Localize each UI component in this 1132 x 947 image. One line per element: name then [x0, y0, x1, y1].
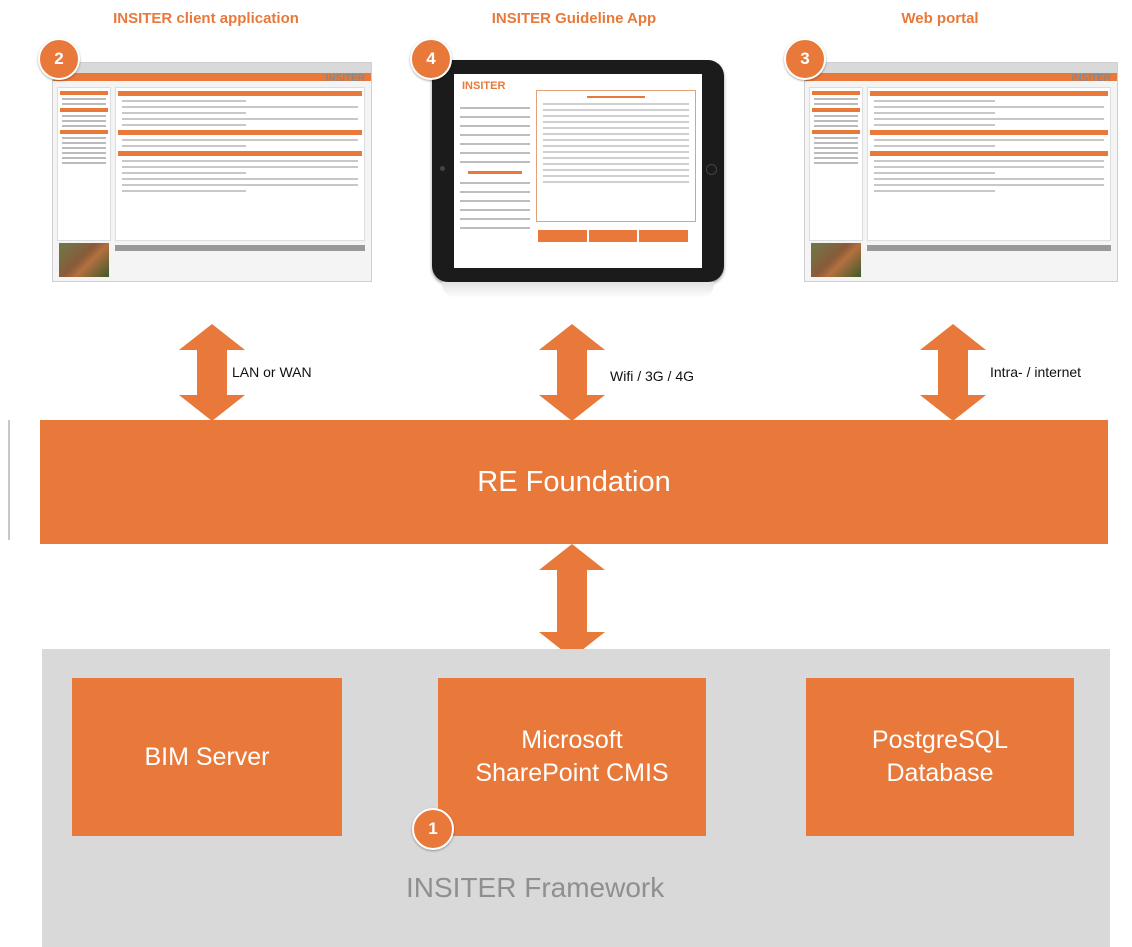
building-photo — [59, 243, 109, 277]
conn-label-client: LAN or WAN — [232, 364, 312, 380]
web-portal-logo: INSITER — [1071, 73, 1111, 84]
arrow-guideline — [539, 324, 605, 421]
tablet-screen: INSITER — [454, 74, 702, 268]
arrow-client — [179, 324, 245, 421]
sharepoint-label-line1: Microsoft — [521, 726, 623, 754]
conn-label-web: Intra- / internet — [990, 364, 1082, 380]
web-portal-screenshot: INSITER — [804, 62, 1118, 282]
postgresql-label-line2: Database — [886, 759, 994, 787]
foundation-edge-line — [8, 420, 10, 540]
client-app-logo: INSITER — [325, 73, 365, 84]
sharepoint-label-line2: SharePoint CMIS — [475, 759, 669, 787]
postgresql-label-line1: PostgreSQL — [871, 726, 1009, 754]
sharepoint-box: Microsoft SharePoint CMIS — [438, 678, 706, 836]
tablet-app-logo: INSITER — [462, 80, 506, 92]
bim-server-box: BIM Server — [72, 678, 342, 836]
building-photo — [811, 243, 861, 277]
badge-client: 2 — [38, 38, 80, 80]
tablet-device: INSITER — [432, 60, 724, 282]
badge-framework: 1 — [412, 808, 454, 850]
re-foundation-label: RE Foundation — [477, 465, 671, 498]
insiter-framework-label: INSITER Framework — [406, 872, 665, 903]
client-app-title: INSITER client application — [113, 10, 299, 27]
re-foundation-box: RE Foundation — [40, 420, 1108, 544]
tablet-reflection — [442, 282, 714, 298]
postgresql-box: PostgreSQL Database — [806, 678, 1074, 836]
badge-web: 3 — [784, 38, 826, 80]
arrow-framework — [539, 544, 605, 658]
web-portal-title: Web portal — [901, 10, 979, 27]
badge-guideline: 4 — [410, 38, 452, 80]
conn-label-guideline: Wifi / 3G / 4G — [610, 368, 695, 384]
bim-server-label: BIM Server — [144, 742, 270, 771]
guideline-app-title: INSITER Guideline App — [491, 10, 657, 27]
client-app-screenshot: INSITER — [52, 62, 372, 282]
arrow-web — [920, 324, 986, 421]
